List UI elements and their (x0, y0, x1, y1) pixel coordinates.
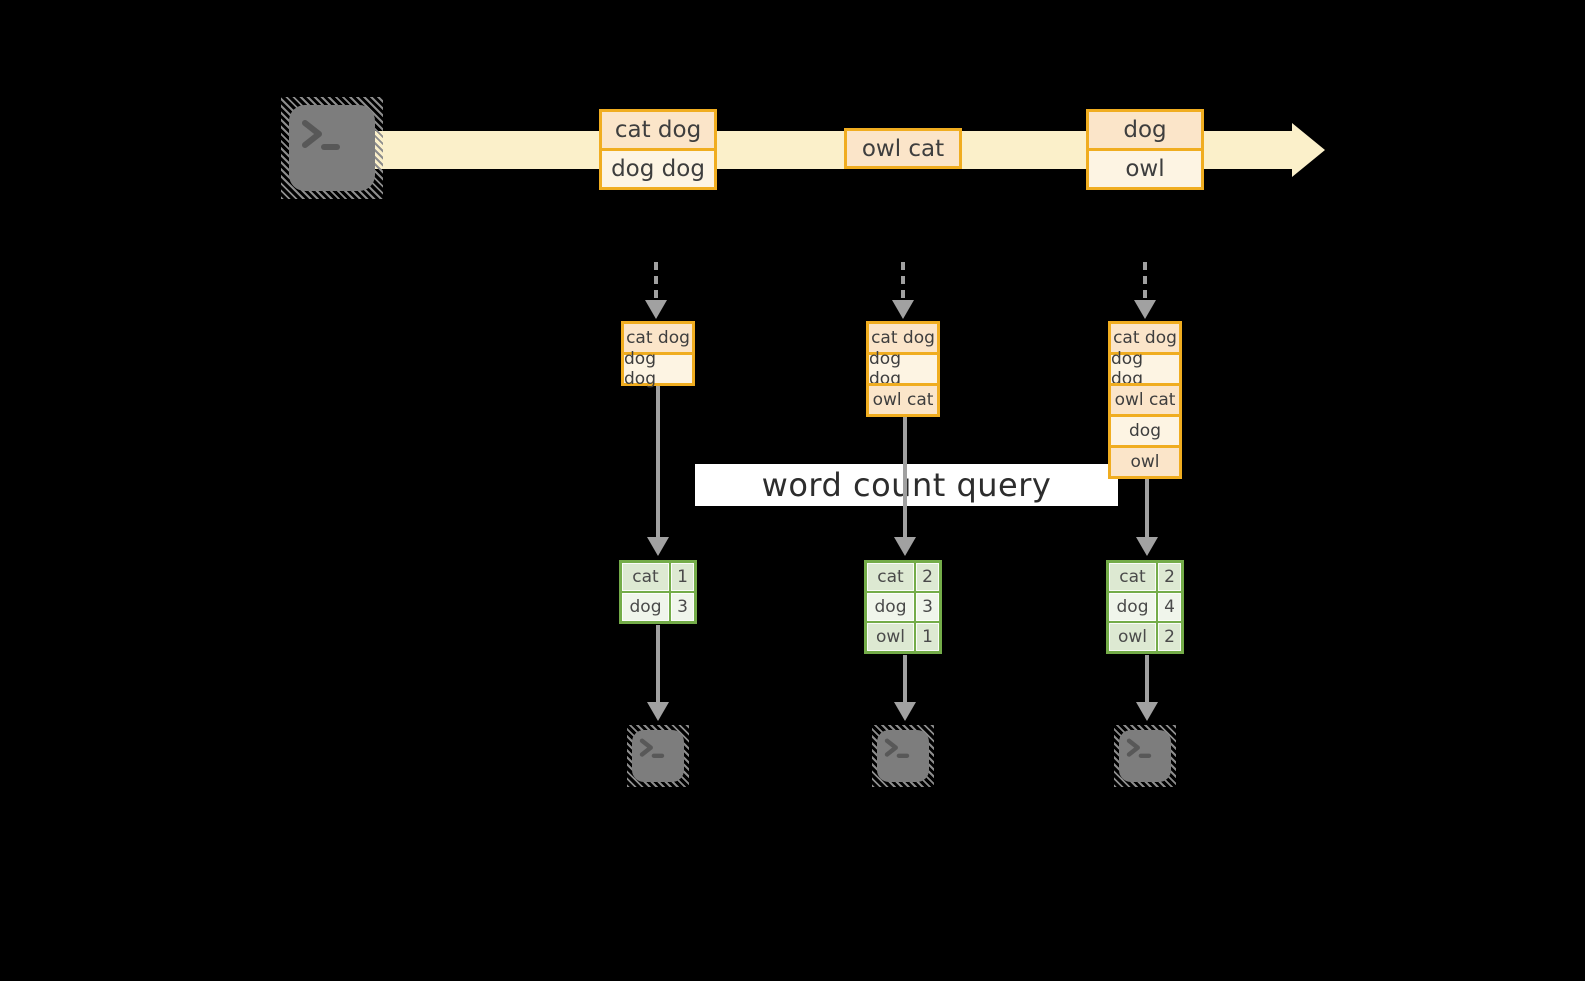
prompt-glyph-icon (1126, 738, 1152, 759)
arrow-col1-sink (656, 625, 660, 702)
dashed-arrow-col2 (901, 262, 905, 298)
count-table-2: cat 2 dog 3 owl 1 (864, 560, 942, 654)
batch-cell: dog (1089, 112, 1201, 148)
prompt-glyph-icon (302, 120, 341, 151)
terminal-sink-3-icon (1114, 725, 1176, 787)
arrowhead-icon (645, 300, 667, 319)
count-value-cell: 3 (671, 593, 694, 621)
count-word-cell: dog (1109, 593, 1156, 621)
count-value-cell: 2 (916, 563, 939, 591)
arrow-col1-query (656, 386, 660, 537)
count-word-cell: cat (867, 563, 914, 591)
micro-batch-cell: owl cat (869, 383, 937, 414)
dashed-arrow-col1 (654, 262, 658, 298)
count-word-cell: cat (1109, 563, 1156, 591)
arrow-col3-sink (1145, 655, 1149, 702)
stream-batch-3: dog owl (1086, 109, 1204, 190)
terminal-sink-2-icon (872, 725, 934, 787)
stream-batch-2: owl cat (844, 128, 962, 169)
count-value-cell: 1 (916, 623, 939, 651)
micro-batch-cell: dog (1111, 414, 1179, 445)
arrowhead-icon (647, 702, 669, 721)
count-table-3: cat 2 dog 4 owl 2 (1106, 560, 1184, 654)
micro-batch-1: cat dog dog dog (621, 321, 695, 389)
count-value-cell: 3 (916, 593, 939, 621)
count-word-cell: dog (622, 593, 669, 621)
batch-cell: cat dog (602, 112, 714, 148)
micro-batch-cell: cat dog (869, 324, 937, 352)
arrow-col3-query (1145, 479, 1149, 537)
arrowhead-icon (894, 537, 916, 556)
count-word-cell: owl (867, 623, 914, 651)
count-word-cell: cat (622, 563, 669, 591)
dashed-arrow-col3 (1143, 262, 1147, 298)
count-value-cell: 2 (1158, 623, 1181, 651)
micro-batch-cell: owl (1111, 445, 1179, 476)
count-word-cell: owl (1109, 623, 1156, 651)
arrowhead-icon (894, 702, 916, 721)
micro-batch-cell: dog dog (624, 349, 692, 389)
arrowhead-icon (1136, 702, 1158, 721)
micro-batch-cell: cat dog (1111, 324, 1179, 352)
micro-batch-3: cat dog dog dog owl cat dog owl (1108, 321, 1182, 479)
batch-cell: owl cat (847, 131, 959, 166)
micro-batch-cell: dog dog (1111, 349, 1179, 389)
terminal-source-icon (281, 97, 383, 199)
arrowhead-icon (647, 537, 669, 556)
count-value-cell: 1 (671, 563, 694, 591)
arrowhead-icon (1136, 537, 1158, 556)
micro-batch-2: cat dog dog dog owl cat (866, 321, 940, 417)
arrow-col2-sink (903, 655, 907, 702)
micro-batch-cell: cat dog (624, 324, 692, 352)
arrowhead-icon (892, 300, 914, 319)
count-word-cell: dog (867, 593, 914, 621)
prompt-glyph-icon (884, 738, 910, 759)
micro-batch-cell: dog dog (869, 349, 937, 389)
micro-batch-cell: owl cat (1111, 383, 1179, 414)
batch-cell: owl (1089, 148, 1201, 187)
count-value-cell: 2 (1158, 563, 1181, 591)
stream-arrowhead-icon (1292, 123, 1325, 177)
arrowhead-icon (1134, 300, 1156, 319)
count-table-1: cat 1 dog 3 (619, 560, 697, 624)
terminal-sink-1-icon (627, 725, 689, 787)
count-value-cell: 4 (1158, 593, 1181, 621)
prompt-glyph-icon (639, 738, 665, 759)
arrow-col2-query (903, 417, 907, 537)
stream-batch-1: cat dog dog dog (599, 109, 717, 190)
batch-cell: dog dog (602, 148, 714, 187)
